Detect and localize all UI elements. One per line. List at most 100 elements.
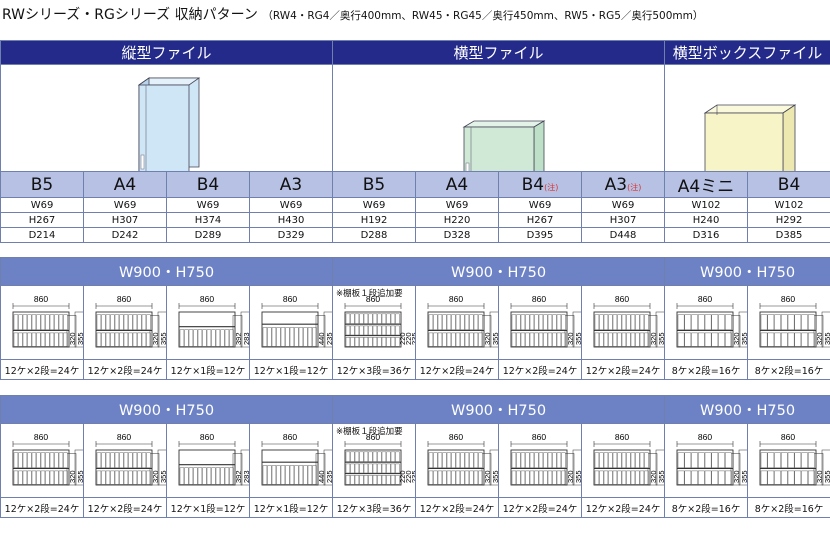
file-mark xyxy=(137,332,142,347)
file-mark xyxy=(451,452,456,469)
file-mark xyxy=(345,475,351,485)
file-mark xyxy=(303,465,308,485)
file-mark xyxy=(22,470,28,485)
file-mark xyxy=(451,314,456,331)
file-mark xyxy=(626,452,631,469)
file-mark xyxy=(469,332,474,347)
file-mark xyxy=(119,314,124,331)
file-mark xyxy=(359,337,364,347)
depth-value: D328 xyxy=(415,227,500,243)
file-mark xyxy=(543,452,548,469)
height-dimension-label: 355 xyxy=(159,470,166,483)
horizontal-binder-icon xyxy=(462,120,546,171)
file-mark xyxy=(725,332,732,347)
file-mark xyxy=(359,313,364,324)
file-mark xyxy=(271,327,277,347)
cabinet-size-header: W900・H750 xyxy=(0,395,334,424)
file-mark xyxy=(698,452,705,469)
file-mark xyxy=(516,452,521,469)
width-dimension-label: 860 xyxy=(781,294,795,304)
file-mark xyxy=(354,313,360,324)
file-mark xyxy=(691,470,698,485)
file-mark xyxy=(354,451,360,462)
file-mark xyxy=(543,332,548,347)
capacity-caption: 12ケ×1段=12ケ xyxy=(166,359,250,380)
file-mark xyxy=(101,332,106,347)
file-mark xyxy=(711,470,719,485)
height-dimension-label: 320 xyxy=(483,332,492,345)
height-dimension-label: 355 xyxy=(823,470,830,483)
capacity-caption: 12ケ×2段=24ケ xyxy=(0,359,84,380)
file-mark xyxy=(464,470,470,485)
file-mark xyxy=(608,332,613,347)
file-mark xyxy=(561,452,566,469)
file-mark xyxy=(808,470,815,485)
file-mark xyxy=(193,467,198,485)
file-mark xyxy=(603,452,609,469)
file-mark xyxy=(363,451,369,462)
file-mark xyxy=(101,314,106,331)
file-mark xyxy=(215,329,221,347)
file-mark xyxy=(801,332,808,347)
file-mark xyxy=(359,325,364,336)
file-mark xyxy=(547,332,553,347)
file-mark xyxy=(547,314,553,331)
size-label: B5 xyxy=(0,171,84,198)
height-dimension-label: 355 xyxy=(491,470,498,483)
file-mark xyxy=(36,332,41,347)
size-note: (注) xyxy=(544,182,559,192)
file-mark xyxy=(262,327,268,347)
file-mark xyxy=(119,470,124,485)
file-mark xyxy=(215,467,221,485)
file-mark xyxy=(552,332,557,347)
height-dimension-label: 320 xyxy=(732,470,741,483)
file-mark xyxy=(617,452,622,469)
file-mark xyxy=(704,332,712,347)
height-value: H220 xyxy=(415,212,500,228)
file-mark xyxy=(691,452,698,469)
file-mark xyxy=(808,314,815,331)
file-mark xyxy=(114,314,120,331)
width-dimension-label: 860 xyxy=(117,294,131,304)
file-mark xyxy=(132,452,138,469)
file-mark xyxy=(698,332,705,347)
file-mark xyxy=(211,329,216,347)
file-mark xyxy=(386,451,391,462)
file-mark xyxy=(105,314,111,331)
file-mark xyxy=(289,465,295,485)
file-mark xyxy=(368,313,373,324)
capacity-caption: 12ケ×1段=12ケ xyxy=(248,359,334,380)
height-value: H192 xyxy=(332,212,417,228)
file-mark xyxy=(446,332,452,347)
file-mark xyxy=(428,332,434,347)
file-mark xyxy=(96,470,102,485)
file-mark xyxy=(446,470,452,485)
file-mark xyxy=(184,329,189,347)
file-mark xyxy=(801,470,808,485)
file-mark xyxy=(123,452,129,469)
file-mark xyxy=(110,452,115,469)
height-dimension-label: 320 xyxy=(649,470,658,483)
file-mark xyxy=(460,332,465,347)
file-mark xyxy=(698,470,705,485)
file-mark xyxy=(390,463,396,474)
file-mark xyxy=(760,470,768,485)
file-mark xyxy=(594,452,600,469)
file-mark xyxy=(49,452,55,469)
file-mark xyxy=(691,332,698,347)
file-mark xyxy=(684,470,692,485)
height-dimension-label: 320 xyxy=(566,332,575,345)
file-mark xyxy=(617,332,622,347)
file-mark xyxy=(54,452,59,469)
file-mark xyxy=(114,452,120,469)
file-mark xyxy=(390,313,396,324)
height-dimension-label: 355 xyxy=(574,332,581,345)
